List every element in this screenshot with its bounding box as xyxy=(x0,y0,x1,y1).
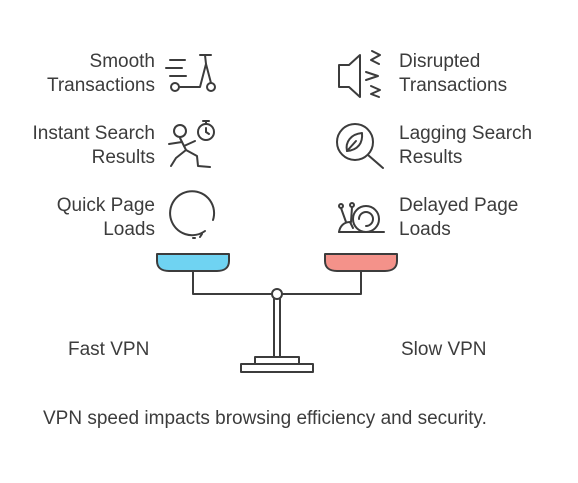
runner-stopwatch-icon xyxy=(168,120,215,168)
scooter-icon xyxy=(165,54,216,92)
item-label-line2: Transactions xyxy=(399,75,508,96)
slow-pan xyxy=(324,253,398,272)
diagram-caption: VPN speed impacts browsing efficiency an… xyxy=(43,408,487,429)
snail-icon xyxy=(338,202,385,233)
item-label-line1: Instant Search xyxy=(32,123,155,144)
slow-vpn-label: Slow VPN xyxy=(401,339,487,360)
balance-pivot xyxy=(271,288,283,300)
slow-item-delayed-page-loads: Delayed Page Loads xyxy=(399,194,518,242)
balance-post xyxy=(273,298,281,358)
item-label-line2: Transactions xyxy=(46,75,155,96)
item-label-line1: Quick Page xyxy=(56,195,155,216)
slow-item-disrupted-transactions: Disrupted Transactions xyxy=(399,50,507,98)
fast-item-smooth-transactions: Smooth Transactions xyxy=(47,50,155,98)
item-label-line1: Delayed Page xyxy=(399,195,519,216)
item-label-line1: Disrupted xyxy=(399,51,481,72)
item-label-line2: Results xyxy=(399,147,463,168)
speaker-static-icon xyxy=(338,50,381,98)
balance-base-top xyxy=(254,356,300,365)
item-label-line2: Results xyxy=(91,147,155,168)
item-label-line2: Loads xyxy=(103,219,155,240)
item-label-line1: Smooth xyxy=(89,51,155,72)
balance-base-bottom xyxy=(240,363,314,373)
fast-item-instant-search: Instant Search Results xyxy=(32,122,155,170)
dashed-circle-icon xyxy=(169,190,216,239)
slow-item-lagging-search: Lagging Search Results xyxy=(399,122,532,170)
fast-vpn-label: Fast VPN xyxy=(68,339,150,360)
fast-pan xyxy=(156,253,230,272)
magnifier-leaf-icon xyxy=(336,123,384,169)
fast-item-quick-page-loads: Quick Page Loads xyxy=(57,194,155,242)
item-label-line1: Lagging Search xyxy=(399,123,533,144)
item-label-line2: Loads xyxy=(399,219,451,240)
